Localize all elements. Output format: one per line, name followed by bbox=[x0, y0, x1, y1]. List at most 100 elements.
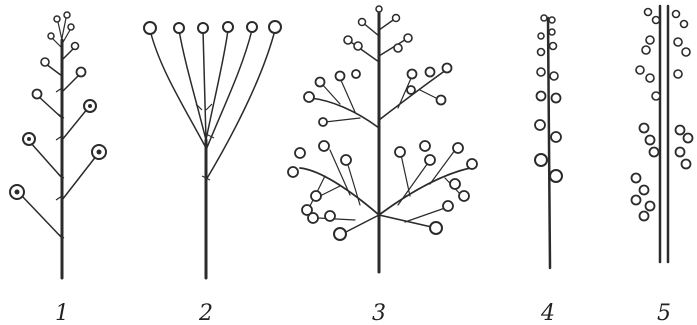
panel-3-flower bbox=[404, 34, 412, 42]
panel-1-raceme bbox=[10, 12, 106, 278]
panel-3-flower bbox=[319, 141, 329, 151]
panel-4-spike bbox=[535, 15, 562, 268]
panel-4-bud bbox=[538, 49, 545, 56]
panel-4-flower bbox=[535, 120, 545, 130]
panel-1-number: 1 bbox=[55, 301, 69, 325]
panel-3-flower bbox=[344, 36, 352, 44]
panel-2-flower bbox=[223, 22, 233, 32]
panel-3-flower bbox=[304, 92, 314, 102]
panel-3-flower bbox=[430, 222, 442, 234]
panel-2-flower bbox=[247, 22, 257, 32]
panel-1-bud bbox=[54, 16, 60, 22]
panel-5-bud bbox=[681, 21, 688, 28]
panel-5-number: 5 bbox=[657, 301, 671, 325]
panel-5-flower bbox=[676, 148, 685, 157]
panel-5-flower bbox=[646, 136, 655, 145]
panel-1-bud bbox=[48, 33, 54, 39]
panel-5-flower bbox=[640, 124, 649, 133]
panel-4-bud bbox=[549, 29, 555, 35]
panel-3-panicle bbox=[288, 6, 477, 272]
panel-3-flower bbox=[288, 167, 298, 177]
panel-5-flower bbox=[646, 36, 654, 44]
panel-5-flower bbox=[646, 202, 655, 211]
panel-3-flower bbox=[420, 141, 430, 151]
panel-3-flower bbox=[341, 155, 351, 165]
panel-3-bud bbox=[376, 6, 382, 12]
panel-2-pedicel bbox=[206, 30, 252, 150]
panel-5-flower bbox=[632, 196, 641, 205]
panel-2-flower bbox=[269, 21, 281, 33]
panel-4-number: 4 bbox=[540, 301, 555, 325]
panel-3-branch bbox=[379, 168, 470, 215]
panel-4-main-axis bbox=[548, 18, 550, 268]
panel-4-bud bbox=[549, 17, 555, 23]
panel-2-pedicel bbox=[206, 30, 275, 180]
panel-1-flower bbox=[33, 90, 42, 99]
panel-1-flower-center bbox=[88, 104, 92, 108]
panel-1-flower-center bbox=[15, 190, 20, 195]
panel-3-flower bbox=[450, 179, 460, 189]
panel-5-flower bbox=[684, 134, 693, 143]
panel-2-number: 2 bbox=[198, 301, 213, 325]
panel-2-pedicel bbox=[203, 30, 206, 140]
panel-3-flower bbox=[308, 213, 318, 223]
panel-1-pedicel bbox=[62, 74, 80, 92]
panel-4-flower bbox=[552, 94, 561, 103]
panel-4-flower bbox=[537, 68, 545, 76]
panel-3-number: 3 bbox=[372, 301, 386, 325]
panel-3-bud bbox=[359, 19, 366, 26]
panel-1-pedicel bbox=[62, 48, 74, 60]
panel-5-flower bbox=[636, 66, 644, 74]
panel-3-flower bbox=[395, 147, 405, 157]
panel-2-pedicel bbox=[150, 30, 206, 148]
panel-5-flower bbox=[682, 48, 690, 56]
panel-1-flower bbox=[72, 43, 79, 50]
panel-5-flower bbox=[674, 70, 682, 78]
panel-2-flower bbox=[198, 23, 208, 33]
panel-2-flower bbox=[144, 22, 156, 34]
panel-4-flower bbox=[551, 132, 561, 142]
panel-3-flower bbox=[408, 70, 417, 79]
panel-4-bud bbox=[538, 33, 544, 39]
panel-3-flower bbox=[459, 191, 469, 201]
panel-5-bud bbox=[653, 17, 660, 24]
panel-3-flower bbox=[334, 228, 346, 240]
panel-4-flower bbox=[535, 154, 547, 166]
panel-1-flower-center bbox=[27, 137, 31, 141]
panel-3-flower bbox=[443, 64, 452, 73]
panel-1-bud bbox=[68, 24, 74, 30]
panel-1-flower-center bbox=[97, 150, 102, 155]
panel-3-flower bbox=[426, 68, 435, 77]
panel-2-corymb bbox=[144, 21, 281, 278]
panel-5-flower bbox=[682, 160, 691, 169]
panel-3-flower bbox=[467, 159, 477, 169]
panel-3-sub-branches bbox=[322, 76, 440, 122]
panel-4-flower bbox=[537, 92, 546, 101]
panel-3-bud bbox=[393, 15, 400, 22]
panel-5-bud bbox=[673, 11, 680, 18]
panel-3-flower bbox=[352, 70, 360, 78]
panel-1-flower bbox=[41, 58, 49, 66]
panel-5-bud bbox=[645, 9, 652, 16]
panel-5-flower bbox=[632, 174, 641, 183]
panel-3-flower bbox=[354, 42, 362, 50]
panel-4-flower bbox=[550, 170, 562, 182]
panel-5-flower bbox=[640, 186, 649, 195]
panel-3-flower bbox=[325, 211, 335, 221]
panel-3-flower bbox=[394, 44, 402, 52]
panel-1-flower bbox=[77, 68, 86, 77]
panel-1-pedicel bbox=[30, 142, 62, 178]
panel-5-flower bbox=[646, 74, 654, 82]
panel-3-flower bbox=[437, 96, 446, 105]
panel-4-bud bbox=[541, 15, 547, 21]
panel-3-flower bbox=[443, 201, 453, 211]
panel-3-flower bbox=[336, 72, 345, 81]
panel-2-flower bbox=[174, 23, 184, 33]
panel-1-pedicel bbox=[62, 108, 88, 140]
panel-5-flower bbox=[640, 212, 649, 221]
panel-3-flower bbox=[295, 148, 305, 158]
panel-3-flower bbox=[311, 191, 321, 201]
panel-5-flower bbox=[652, 92, 660, 100]
panel-3-flower bbox=[316, 78, 325, 87]
